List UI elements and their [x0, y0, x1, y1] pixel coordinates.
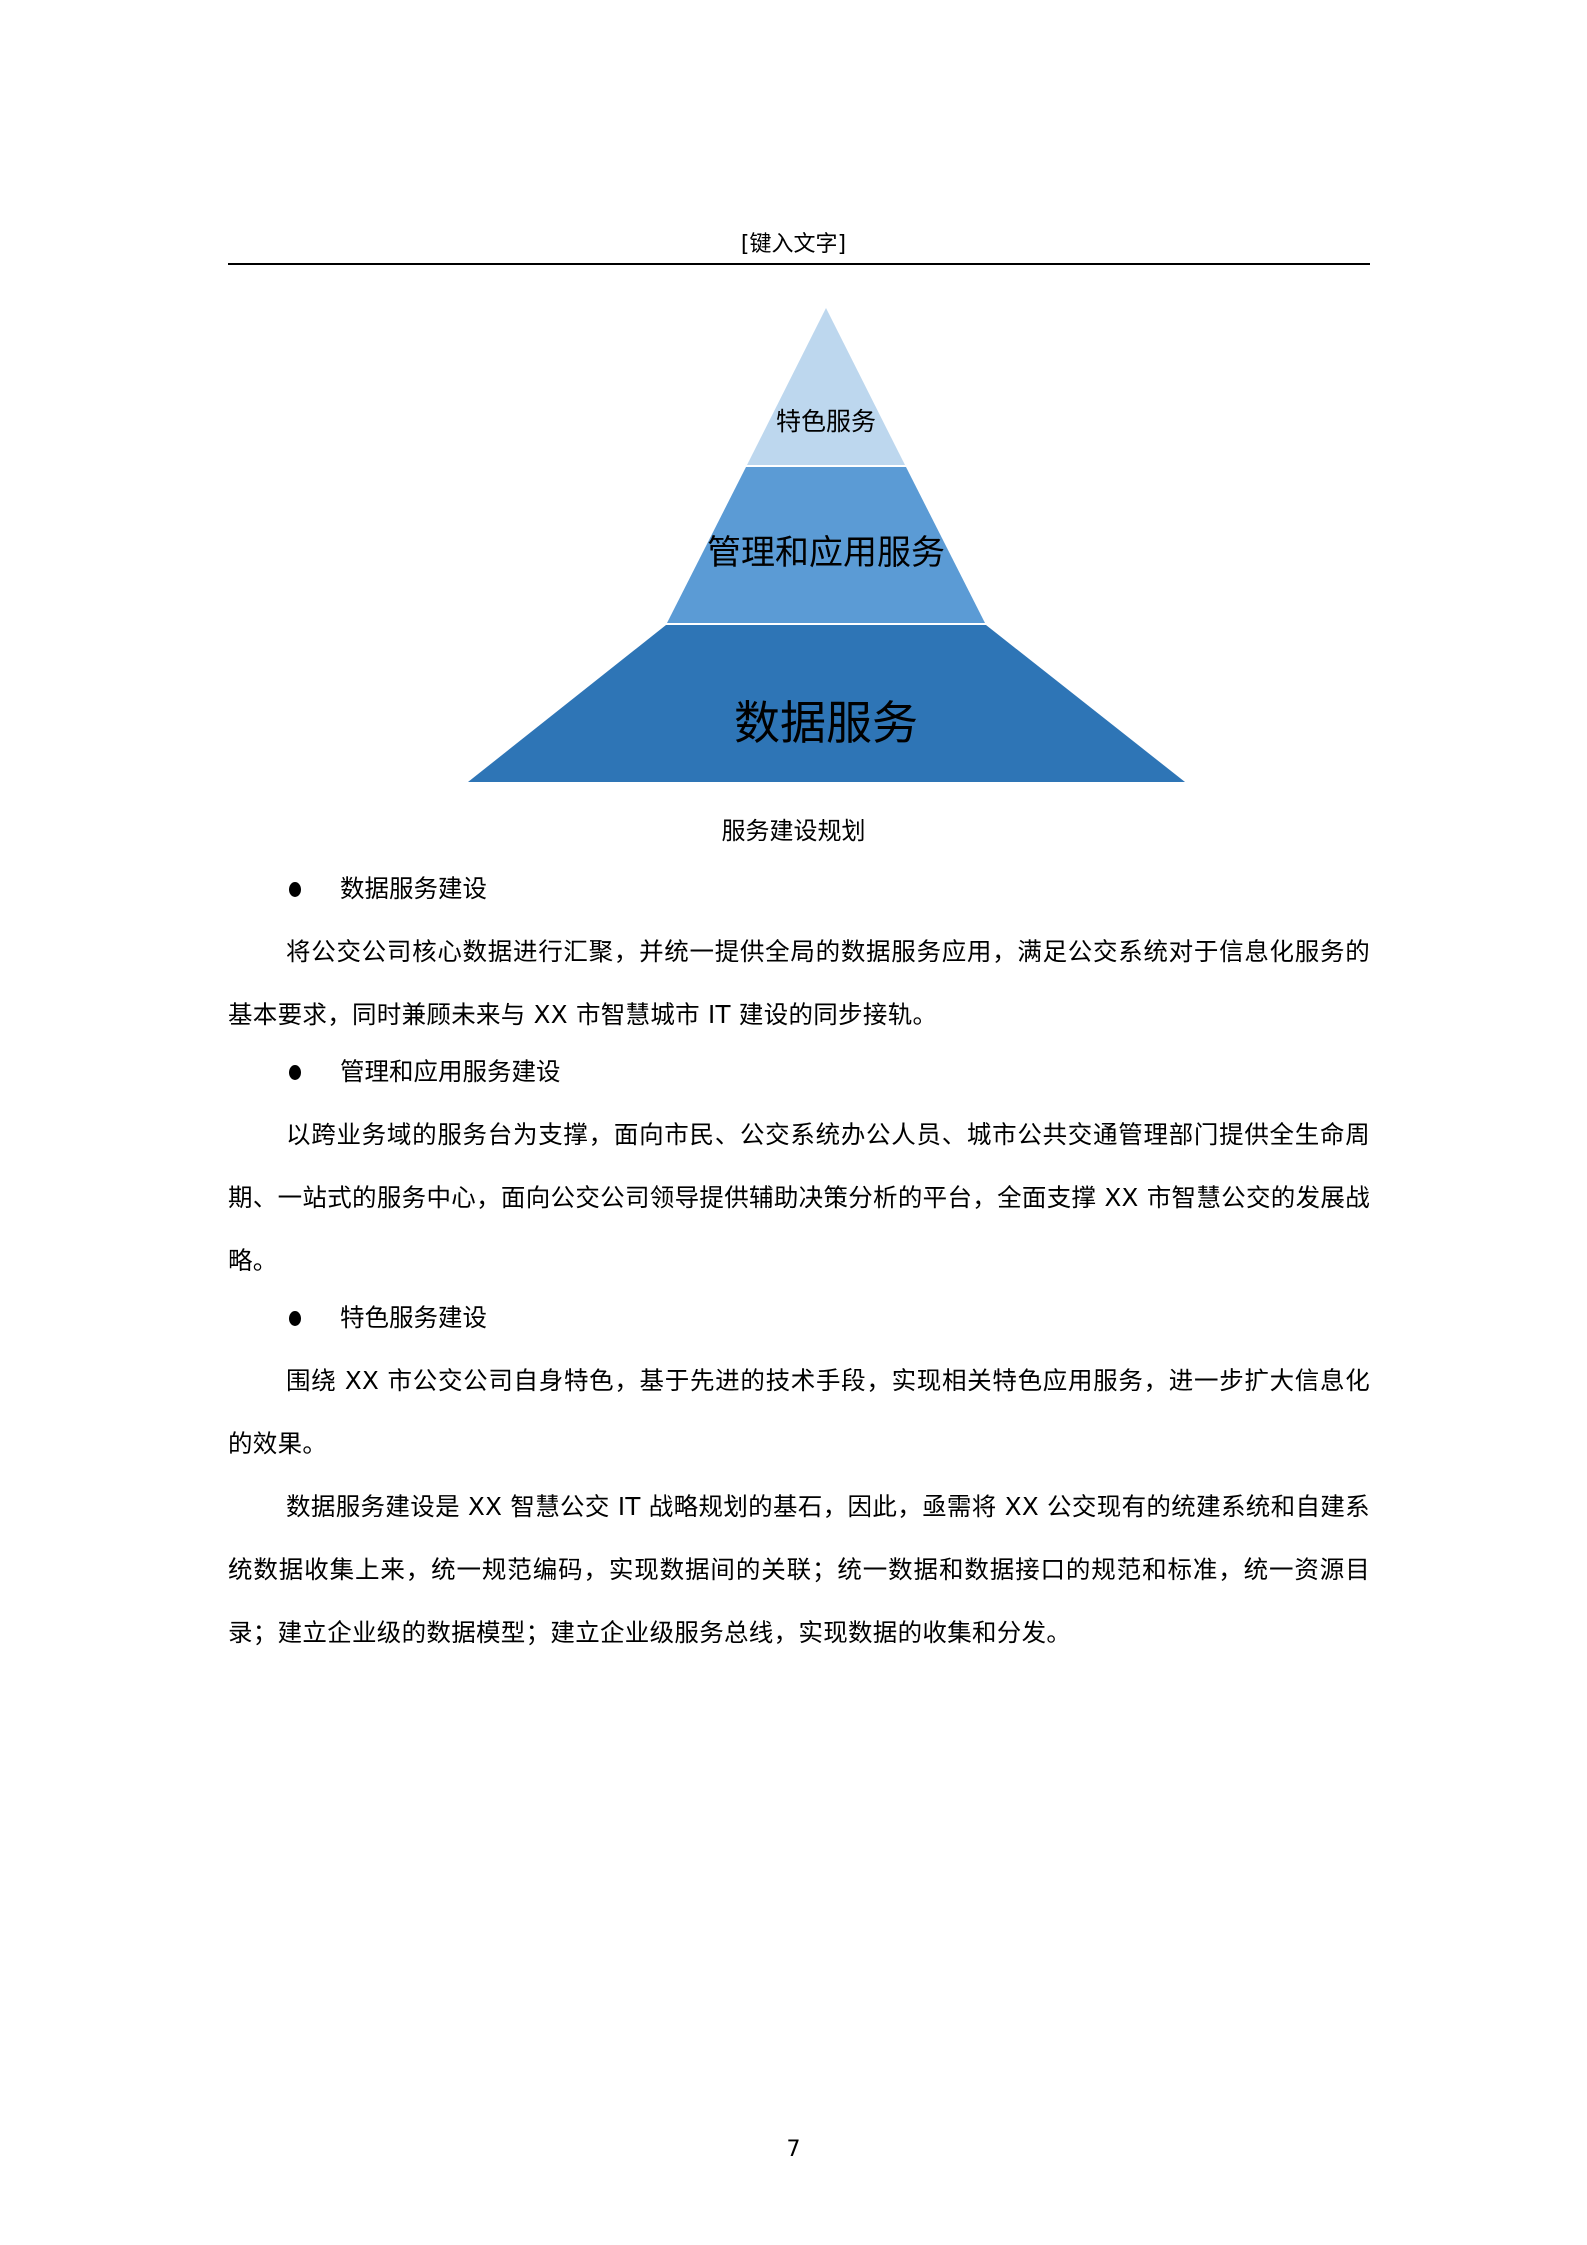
- bullet-heading-feature-service: 特色服务建设: [228, 1300, 1370, 1335]
- bullet-dot-icon: [289, 882, 301, 897]
- header-placeholder-text: [键入文字]: [740, 232, 847, 257]
- page-number: 7: [786, 2137, 801, 2162]
- pyramid-layer-bottom: [468, 625, 1185, 782]
- bullet-text: 数据服务建设: [340, 874, 487, 903]
- bullet-dot-icon: [289, 1311, 301, 1326]
- figure-caption: 服务建设规划: [721, 817, 866, 845]
- paragraph: 围绕 XX 市公交公司自身特色，基于先进的技术手段，实现相关特色应用服务，进一步…: [228, 1366, 1370, 1458]
- bullet-heading-data-service: 数据服务建设: [228, 871, 1370, 906]
- paragraph: 数据服务建设是 XX 智慧公交 IT 战略规划的基石，因此，亟需将 XX 公交现…: [228, 1492, 1370, 1647]
- paragraph: 将公交公司核心数据进行汇聚，并统一提供全局的数据服务应用，满足公交系统对于信息化…: [228, 937, 1370, 1029]
- bullet-text: 管理和应用服务建设: [340, 1057, 561, 1086]
- pyramid-layer-middle: [667, 467, 985, 623]
- bullet-dot-icon: [289, 1065, 301, 1080]
- pyramid-label-top: 特色服务: [775, 407, 876, 436]
- document-body: 数据服务建设 将公交公司核心数据进行汇聚，并统一提供全局的数据服务应用，满足公交…: [228, 871, 1370, 1664]
- pyramid-label-middle: 管理和应用服务: [707, 533, 945, 573]
- pyramid-layer-top: [747, 308, 905, 465]
- paragraph: 以跨业务域的服务台为支撑，面向市民、公交系统办公人员、城市公共交通管理部门提供全…: [228, 1120, 1370, 1275]
- pyramid-label-bottom: 数据服务: [734, 696, 918, 750]
- header-rule: [228, 263, 1370, 265]
- pyramid-diagram: [468, 308, 1185, 782]
- bullet-text: 特色服务建设: [340, 1303, 487, 1332]
- bullet-heading-management-service: 管理和应用服务建设: [228, 1054, 1370, 1089]
